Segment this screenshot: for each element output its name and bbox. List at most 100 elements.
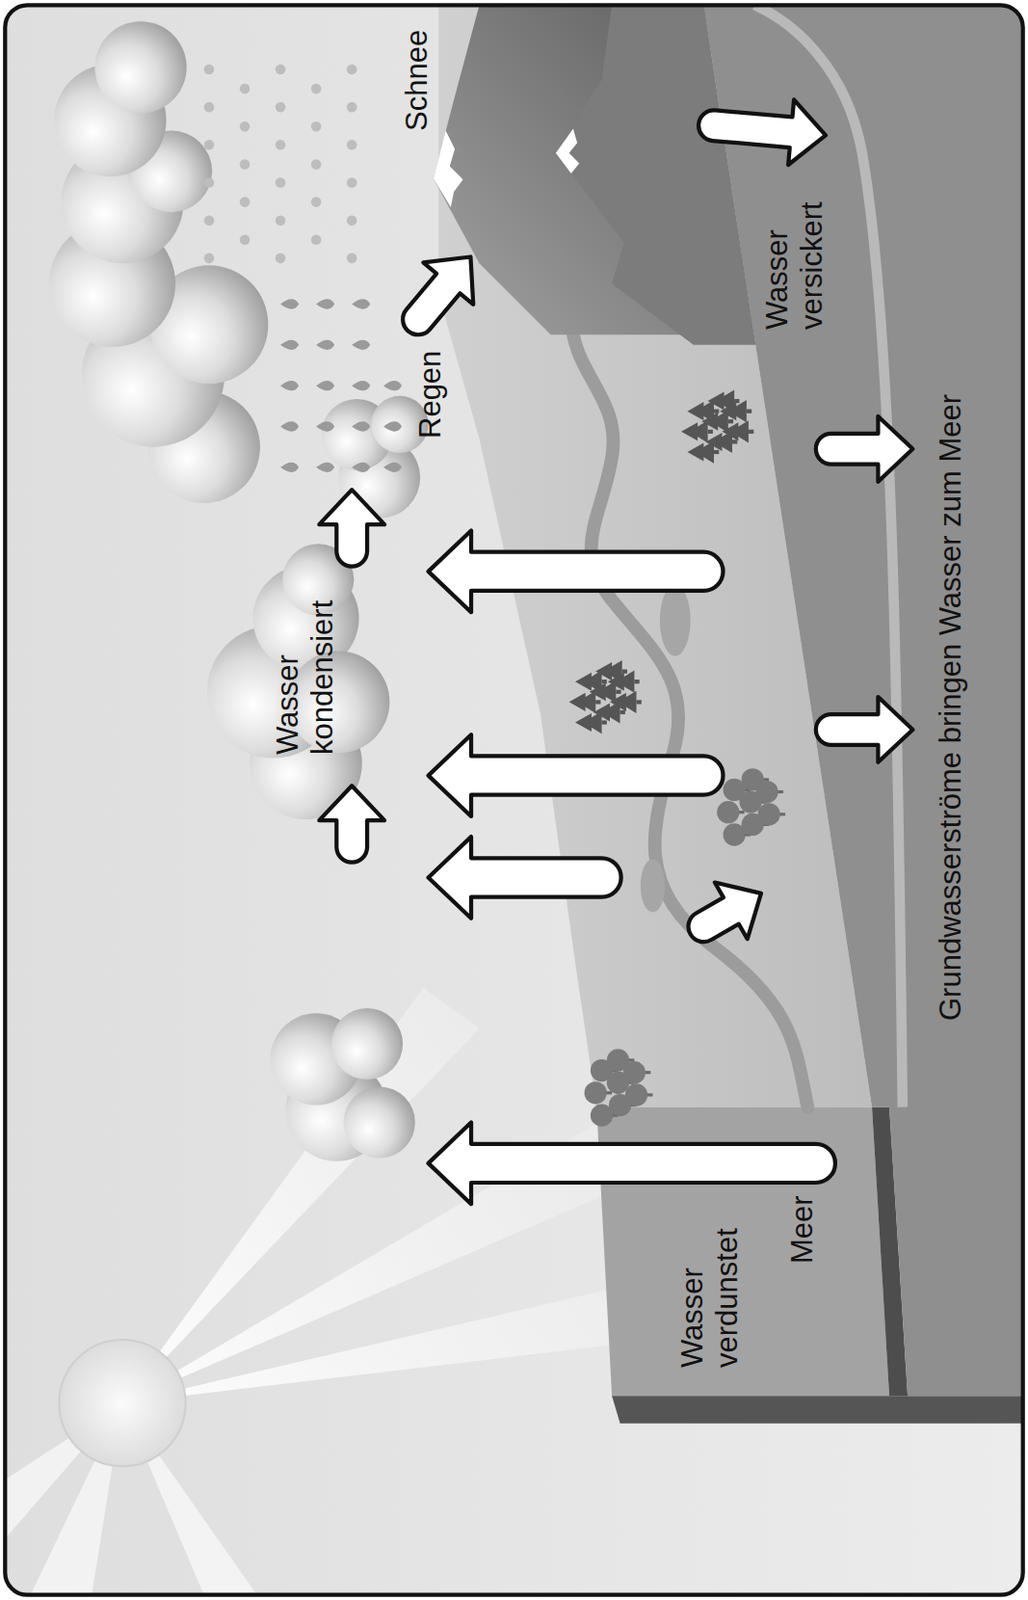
rain xyxy=(280,298,402,473)
slab-end-face xyxy=(611,1395,1024,1424)
groundwater-layer xyxy=(754,4,902,1107)
rain xyxy=(280,380,299,391)
snow xyxy=(346,253,358,264)
rain-cloud xyxy=(49,21,269,503)
snow xyxy=(239,158,251,170)
process-arrows xyxy=(428,1122,836,1205)
diagram-label: Wasser versickert xyxy=(760,160,829,330)
rain xyxy=(351,380,370,391)
rain xyxy=(383,380,402,391)
trees xyxy=(625,1082,654,1106)
diagram-label: Meer xyxy=(785,1194,820,1264)
trees xyxy=(623,1060,652,1083)
cloud-left xyxy=(270,1007,416,1161)
snow xyxy=(239,121,251,132)
scene xyxy=(4,4,1023,1594)
rain xyxy=(316,298,335,309)
sun-rays xyxy=(4,987,612,1595)
snow xyxy=(311,121,322,132)
process-arrows xyxy=(318,91,913,1204)
process-arrows xyxy=(428,530,724,613)
cloud-left xyxy=(331,1007,403,1080)
process-arrows xyxy=(674,865,778,963)
sun-rays xyxy=(122,987,479,1403)
rain xyxy=(280,340,299,350)
snow xyxy=(346,139,358,151)
lake xyxy=(640,858,665,912)
rain xyxy=(351,462,370,473)
snow xyxy=(346,64,358,76)
snow xyxy=(239,83,251,95)
rain xyxy=(351,298,370,309)
diagram-label: Wasser kondensiert xyxy=(270,561,340,755)
trees xyxy=(721,420,754,443)
lake xyxy=(659,584,691,657)
diagram-label: Schnee xyxy=(399,29,435,132)
process-arrows xyxy=(816,416,914,482)
rain xyxy=(316,462,335,473)
process-arrows xyxy=(383,236,497,353)
trees xyxy=(719,399,752,422)
snow xyxy=(311,158,322,170)
mountains xyxy=(555,128,580,174)
snow xyxy=(275,102,287,113)
snow xyxy=(239,196,251,208)
rain-cloud xyxy=(94,21,186,113)
diagram-label: Regen xyxy=(413,350,449,439)
rain xyxy=(316,340,335,350)
cloud-small xyxy=(320,395,428,519)
rain xyxy=(280,298,299,309)
trees xyxy=(757,802,786,825)
sky xyxy=(4,4,1023,1594)
trees xyxy=(607,670,640,693)
mountains xyxy=(433,131,464,208)
snow xyxy=(204,214,215,226)
snow xyxy=(239,234,251,245)
rain xyxy=(280,462,299,473)
snow xyxy=(204,253,215,264)
snow xyxy=(275,139,287,151)
snow xyxy=(311,83,322,95)
rain xyxy=(316,380,335,391)
snow xyxy=(204,139,215,151)
rain xyxy=(280,421,299,431)
diagram-label: Grundwasserströme bringen Wasser zum Mee… xyxy=(933,394,969,1021)
process-arrows xyxy=(318,785,385,862)
rain xyxy=(383,462,402,473)
sun xyxy=(58,1339,185,1466)
diagram-label: Wasser verdunstet xyxy=(675,1184,744,1368)
snow xyxy=(346,102,358,113)
rain xyxy=(351,340,370,350)
snow xyxy=(311,234,322,245)
snow xyxy=(275,253,287,264)
cloud-middle xyxy=(207,543,390,819)
ground-cross-section xyxy=(703,4,1023,1424)
process-arrows xyxy=(428,836,622,919)
snow xyxy=(204,102,215,113)
snow xyxy=(346,214,358,226)
mountains xyxy=(555,4,756,345)
trees xyxy=(755,780,784,803)
snow xyxy=(204,64,215,76)
process-arrows xyxy=(318,489,385,566)
river xyxy=(571,314,809,1108)
process-arrows xyxy=(695,91,829,168)
frame xyxy=(4,4,1023,1594)
snow xyxy=(204,177,215,188)
snow xyxy=(275,177,287,188)
snow xyxy=(311,196,322,208)
rain xyxy=(351,421,370,431)
mountains xyxy=(433,4,756,345)
snow xyxy=(346,177,358,188)
process-arrows xyxy=(816,696,914,763)
snow xyxy=(204,64,358,264)
rain xyxy=(383,421,402,431)
snow xyxy=(275,214,287,226)
rain xyxy=(316,421,335,431)
trees xyxy=(609,690,642,713)
cloud-left xyxy=(343,1085,416,1158)
process-arrows xyxy=(428,734,724,817)
